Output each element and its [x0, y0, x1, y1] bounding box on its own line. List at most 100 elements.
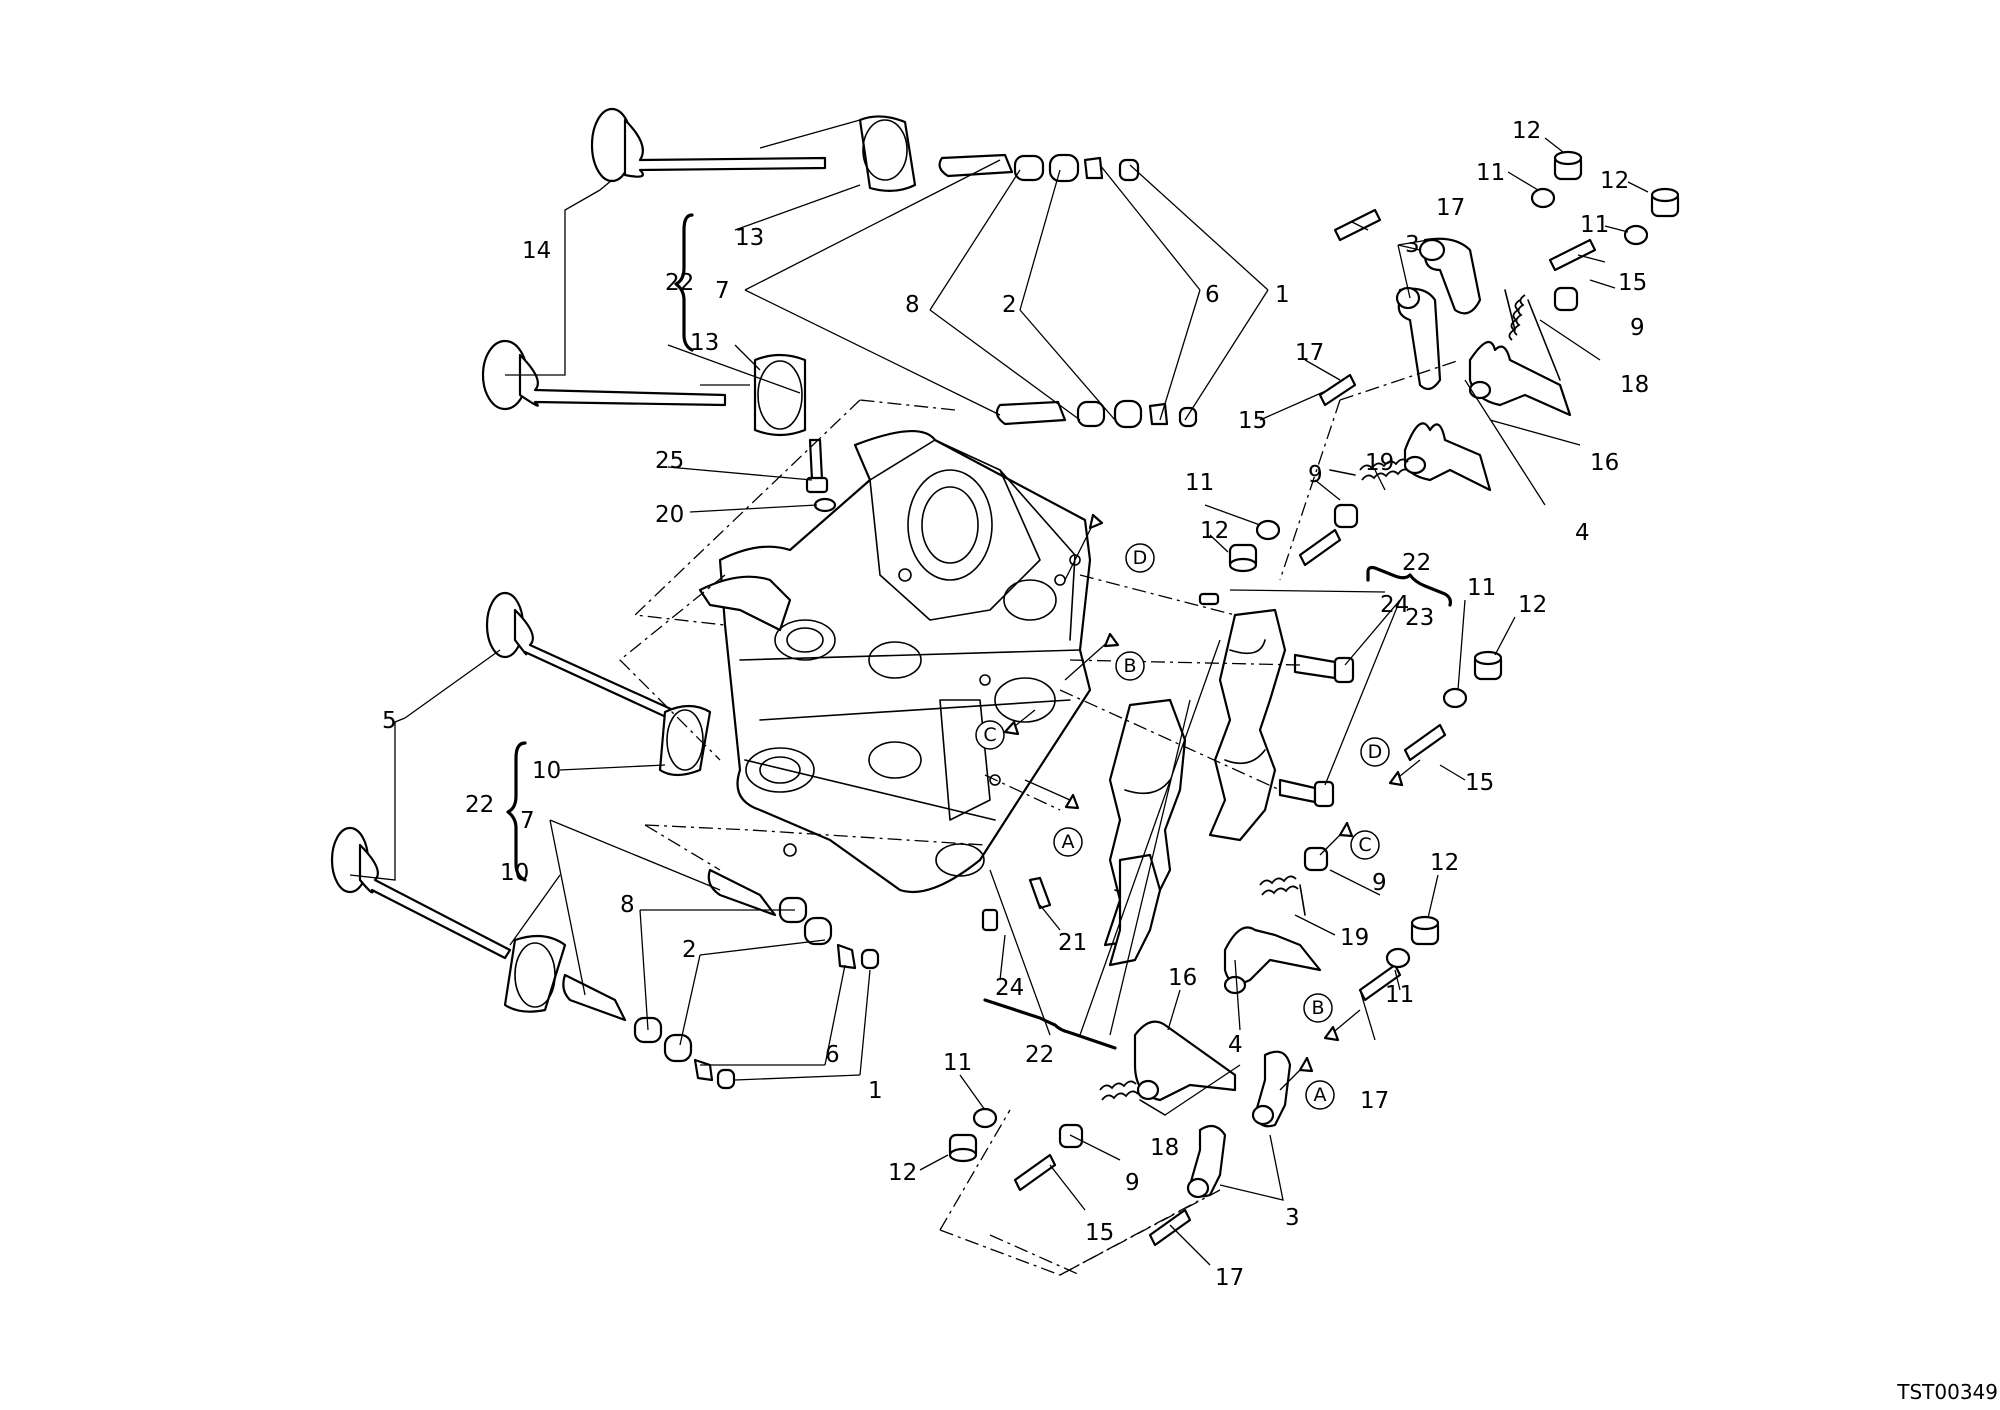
- callout-11: 11: [1476, 160, 1505, 186]
- callout-24: 24: [1380, 592, 1409, 618]
- callout-11: 11: [1467, 575, 1496, 601]
- callout-9: 9: [1630, 315, 1645, 341]
- cap-12-upper-b: [1650, 187, 1680, 218]
- rocker-3-lower-b: [1186, 1124, 1227, 1199]
- brace-22-upper: [674, 213, 694, 352]
- valve-seat-10-upper: [658, 704, 712, 777]
- bolt-23-upper: [1293, 653, 1355, 684]
- valve-5-upper: [485, 591, 697, 730]
- spring-18-upper: [1504, 289, 1561, 381]
- callout-6: 6: [1205, 282, 1220, 308]
- svg-text:C: C: [983, 724, 996, 746]
- callout-9: 9: [1308, 462, 1323, 488]
- drawing-code: TST00349: [1897, 1380, 1998, 1404]
- callout-6: 6: [825, 1042, 840, 1068]
- washer-11-upper-b: [1623, 224, 1649, 246]
- callout-11: 11: [1580, 212, 1609, 238]
- spring-19-lower: [1259, 875, 1306, 916]
- bolt-23-lower: [1278, 778, 1335, 808]
- callout-22: 22: [665, 270, 694, 296]
- valve-guide-mid: [995, 399, 1198, 429]
- circled-letter-b-lower: B: [1303, 993, 1333, 1023]
- washer-20: [813, 497, 837, 513]
- callout-4: 4: [1575, 520, 1590, 546]
- callout-23: 23: [1405, 605, 1434, 631]
- callout-16: 16: [1590, 450, 1619, 476]
- bush-9-upper: [1553, 286, 1579, 312]
- svg-text:B: B: [1311, 997, 1324, 1019]
- callout-17: 17: [1360, 1088, 1389, 1114]
- callout-2: 2: [1002, 292, 1017, 318]
- callout-10: 10: [532, 758, 561, 784]
- callout-8: 8: [620, 892, 635, 918]
- callout-12: 12: [1200, 518, 1229, 544]
- callout-15: 15: [1238, 408, 1267, 434]
- callout-13: 13: [690, 330, 719, 356]
- rocker-4-lower: [1223, 926, 1322, 995]
- callout-7: 7: [520, 808, 535, 834]
- circled-letter-c-lower: C: [1350, 830, 1380, 860]
- valve-guide-bottom-a: [707, 868, 880, 970]
- callout-16: 16: [1168, 965, 1197, 991]
- brace-22-right: [1366, 565, 1453, 607]
- callout-19: 19: [1340, 925, 1369, 951]
- rocker-16-lower: [1133, 1020, 1237, 1102]
- shaft-17-lower: [1148, 1208, 1192, 1247]
- callout-9: 9: [1372, 870, 1387, 896]
- callout-12: 12: [1512, 118, 1541, 144]
- shaft-15-mid: [1298, 528, 1342, 567]
- callout-1: 1: [1275, 282, 1290, 308]
- callout-18: 18: [1150, 1135, 1179, 1161]
- rocker-16-upper: [1468, 340, 1572, 417]
- callout-17: 17: [1295, 340, 1324, 366]
- callout-11: 11: [1185, 470, 1214, 496]
- washer-11-mid: [1255, 519, 1281, 541]
- callout-22: 22: [1402, 550, 1431, 576]
- washer-11-right: [1442, 687, 1468, 709]
- callout-15: 15: [1618, 270, 1647, 296]
- cap-12-lower: [948, 1133, 978, 1163]
- bush-9-mid: [1333, 503, 1359, 529]
- leader-lines: [349, 119, 1649, 1266]
- circled-letter-a-upper: A: [1053, 827, 1083, 857]
- svg-text:C: C: [1358, 834, 1371, 856]
- callout-7: 7: [715, 278, 730, 304]
- valve-seat-13-lower: [753, 353, 807, 437]
- callout-25: 25: [655, 448, 684, 474]
- washer-11-lower: [972, 1107, 998, 1129]
- callout-22: 22: [465, 792, 494, 818]
- shaft-15-upper: [1548, 238, 1597, 272]
- rocker-4-upper: [1403, 422, 1492, 492]
- direction-arrows: [1003, 513, 1421, 1091]
- brace-22-bottom: [983, 998, 1117, 1050]
- svg-text:A: A: [1062, 831, 1075, 853]
- callout-19: 19: [1365, 450, 1394, 476]
- dowel-pin-24-lower: [981, 908, 999, 932]
- valve-5-lower: [330, 826, 512, 960]
- svg-text:B: B: [1123, 655, 1136, 677]
- pin-21: [1028, 876, 1052, 910]
- cap-12-upper-a: [1553, 150, 1583, 181]
- circled-letter-d-upper: D: [1125, 543, 1155, 573]
- callout-17: 17: [1215, 1265, 1244, 1291]
- shaft-17-right: [1358, 963, 1402, 1002]
- callout-labels: 12 11 12 11 15 9 17 3 18 16 4 17 15 19 9…: [382, 118, 1649, 1291]
- callout-10: 10: [500, 860, 529, 886]
- callout-24: 24: [995, 975, 1024, 1001]
- callout-8: 8: [905, 292, 920, 318]
- valve-guide-bottom-b: [562, 973, 736, 1090]
- circled-letter-a-lower: A: [1305, 1080, 1335, 1110]
- cam-support-right: [1208, 608, 1287, 842]
- circled-letter-b-upper: B: [1115, 651, 1145, 681]
- callout-17: 17: [1436, 195, 1465, 221]
- callout-3: 3: [1285, 1205, 1300, 1231]
- washer-11-upper-a: [1530, 187, 1556, 209]
- circled-letter-c-upper: C: [975, 720, 1005, 750]
- callout-22: 22: [1025, 1042, 1054, 1068]
- shaft-17-upper-b: [1318, 373, 1357, 407]
- callout-12: 12: [1430, 850, 1459, 876]
- brace-22-left: [506, 741, 527, 882]
- cap-12-right-lower: [1410, 915, 1440, 946]
- callout-5: 5: [382, 708, 397, 734]
- cap-12-mid: [1228, 543, 1258, 573]
